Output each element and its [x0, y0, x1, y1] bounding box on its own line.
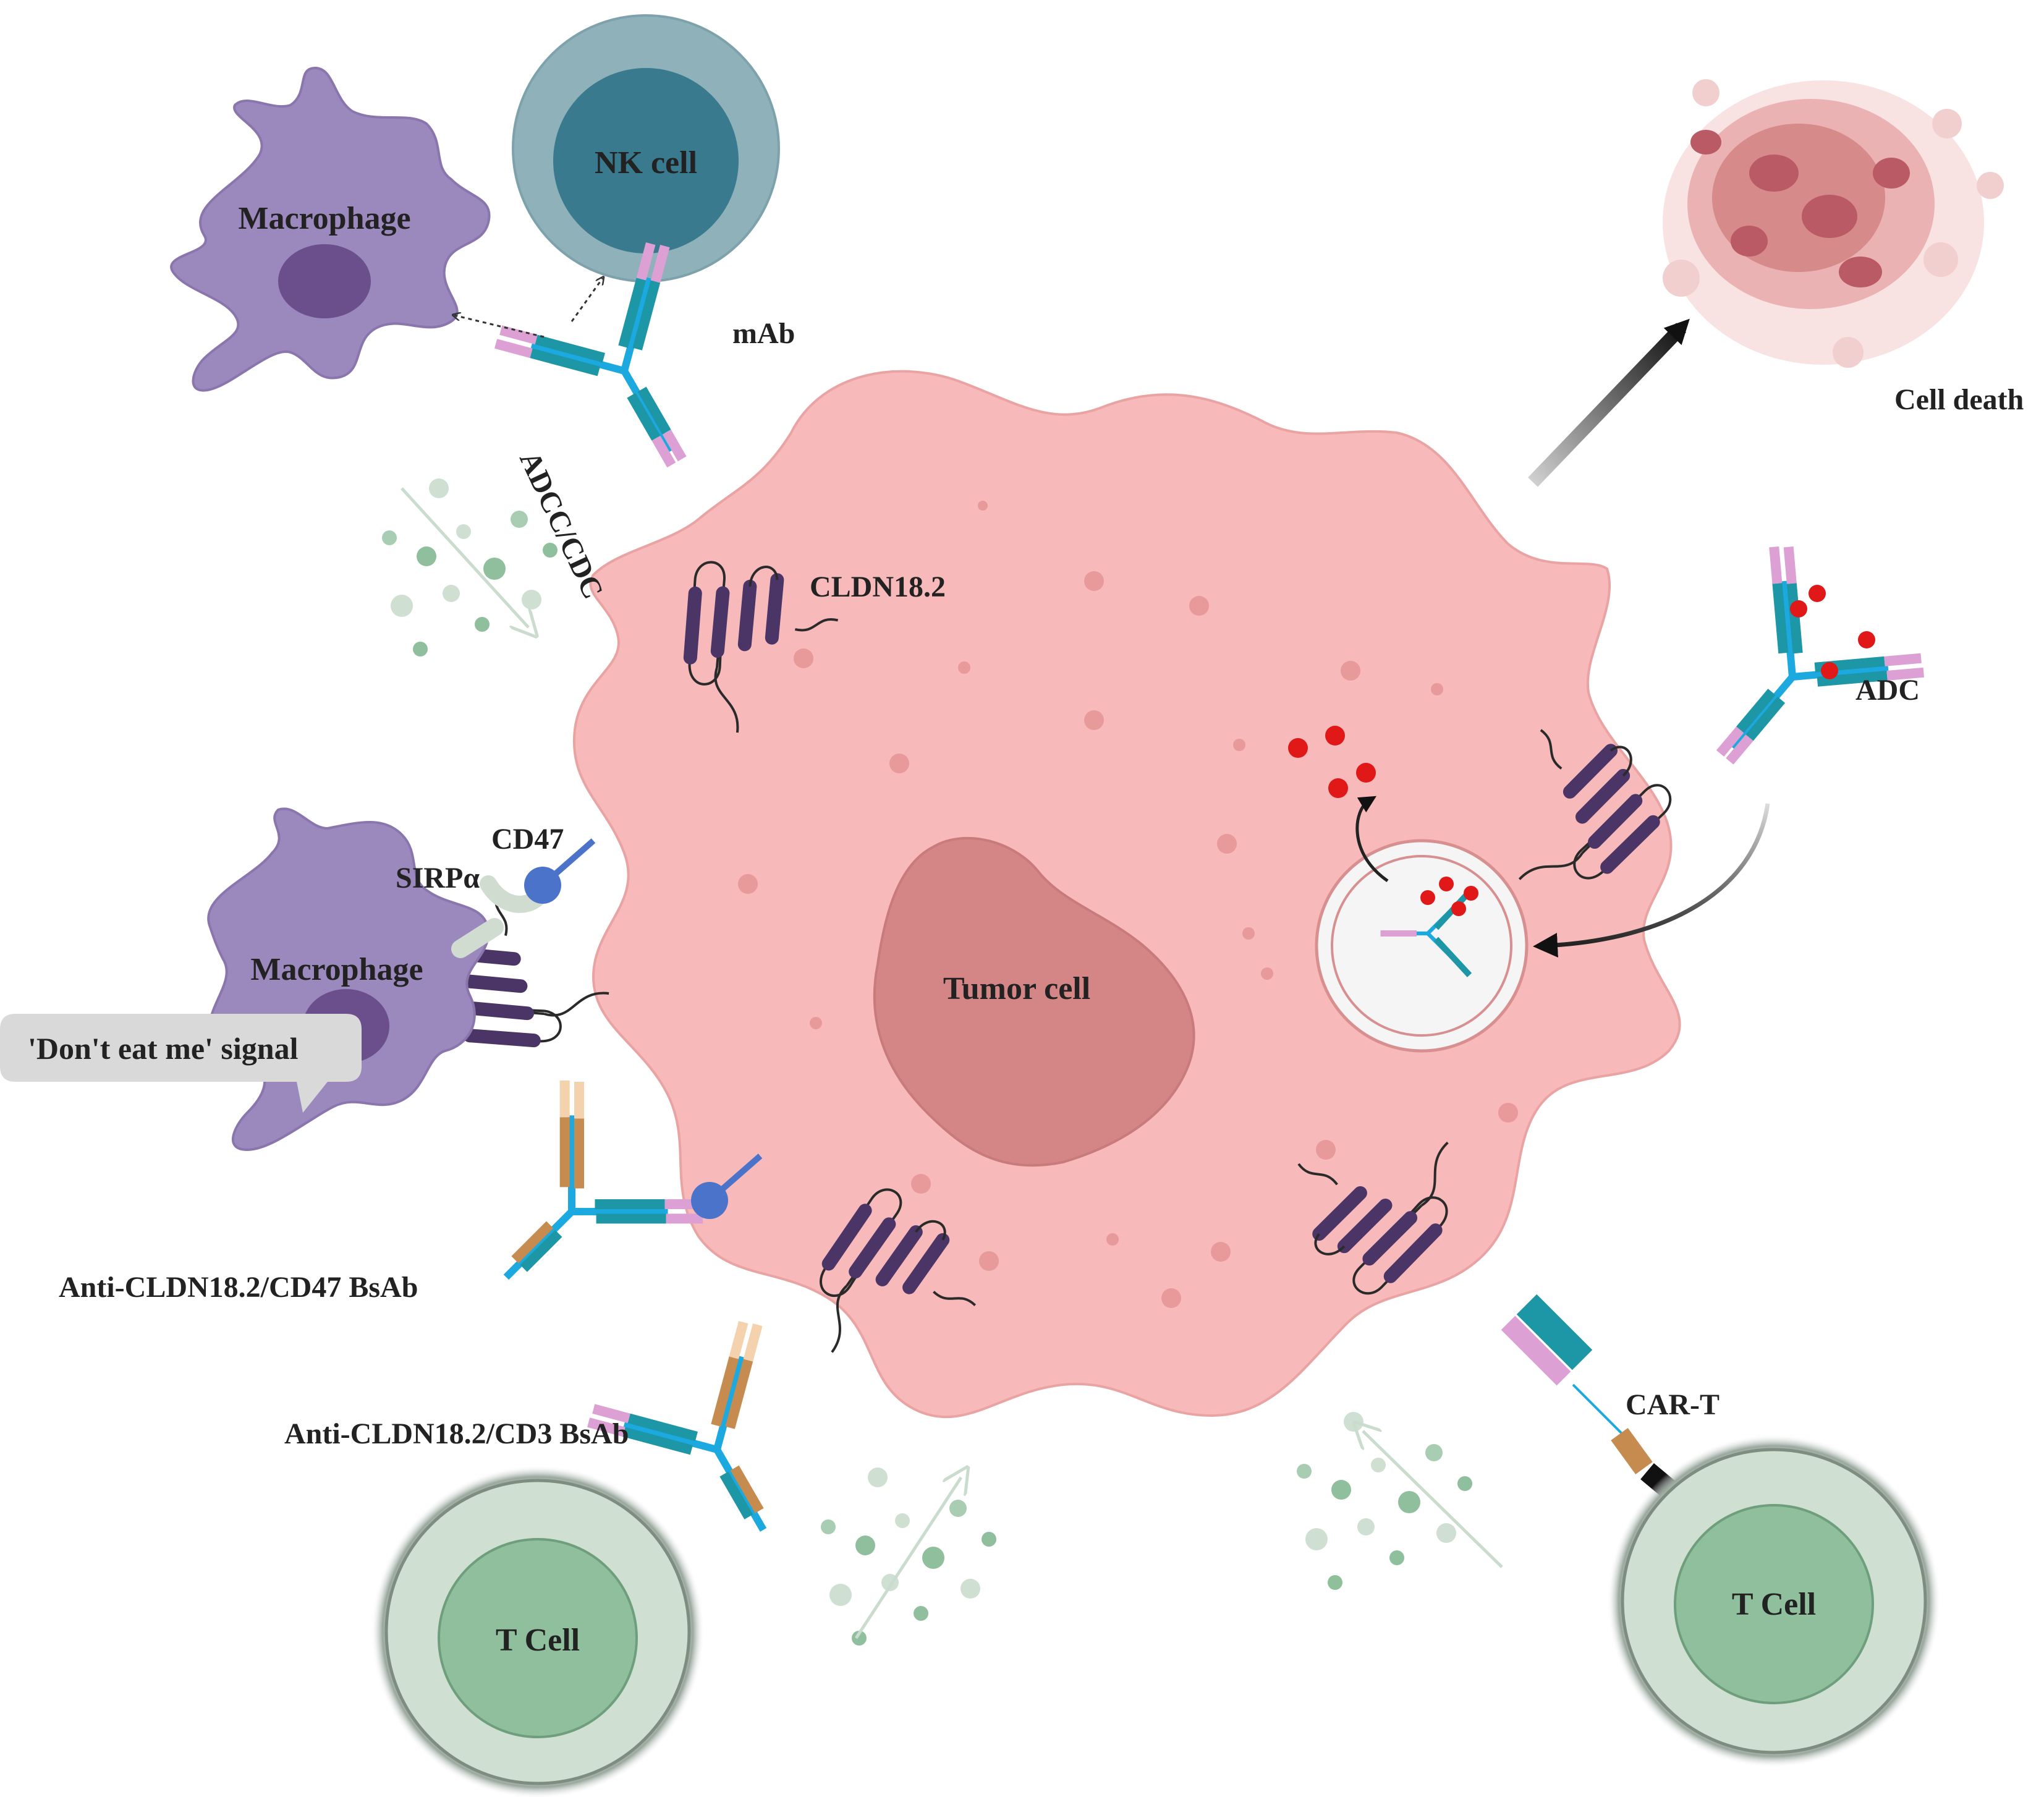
- tumor-cell-label: Tumor cell: [943, 971, 1090, 1006]
- t-cell-left-label: T Cell: [496, 1623, 580, 1658]
- sirpa-label: SIRPα: [396, 862, 480, 894]
- cell-death-label: Cell death: [1894, 383, 2024, 416]
- arrow-icon: [1355, 796, 1389, 883]
- tumor-nucleus: [873, 836, 1195, 1167]
- bsab-cd3-label: Anti-CLDN18.2/CD3 BsAb: [284, 1417, 629, 1450]
- arrow-icon: [1533, 803, 1770, 958]
- tumor-cell: Tumor cell: [572, 370, 1681, 1419]
- arrow-icon: [854, 1477, 961, 1639]
- arrow-icon: [401, 487, 528, 627]
- antibody-icon: [437, 1074, 710, 1346]
- granules: [738, 501, 1518, 1308]
- cd47-label: CD47: [491, 823, 564, 856]
- cd47-marker: [524, 838, 596, 904]
- cytokine-dots: [1297, 1412, 1472, 1590]
- macrophage-top-label: Macrophage: [238, 201, 410, 236]
- t-cell-right-label: T Cell: [1732, 1587, 1816, 1622]
- bsab-cd47-label: Anti-CLDN18.2/CD47 BsAb: [59, 1271, 418, 1304]
- released-payload: [1288, 726, 1376, 798]
- car-t-label: CAR-T: [1626, 1388, 1720, 1421]
- nk-cell-icon: NK cell: [512, 14, 780, 283]
- arrow-icon: [570, 278, 603, 322]
- cd47-marker: [691, 1153, 763, 1219]
- arrow-icon: [1528, 318, 1690, 487]
- arrow-icon: [454, 315, 545, 338]
- mab-label: mAb: [732, 317, 795, 350]
- endosome: [1315, 839, 1529, 1053]
- arrow-icon: [1363, 1431, 1503, 1568]
- t-cell-icon: T Cell: [371, 1465, 705, 1797]
- adc-payload: [1790, 585, 1875, 679]
- cell-death-icon: [1663, 79, 2004, 368]
- nk-cell-label: NK cell: [595, 145, 697, 181]
- adc-label: ADC: [1855, 674, 1920, 707]
- dont-eat-me-label: 'Don't eat me' signal: [28, 1031, 299, 1066]
- speech-bubble: 'Don't eat me' signal: [0, 1014, 362, 1113]
- tumor-cell-body: [572, 370, 1681, 1419]
- macrophage-icon: Macrophage: [207, 807, 490, 1152]
- macrophage-left-label: Macrophage: [250, 952, 423, 987]
- macrophage-icon: Macrophage: [170, 66, 491, 392]
- t-cell-icon: T Cell: [1607, 1434, 1941, 1768]
- adcc-cdc-label: ADCC/CDC: [513, 446, 609, 603]
- cldn182-label: CLDN18.2: [810, 571, 946, 603]
- cytokine-dots: [382, 478, 558, 656]
